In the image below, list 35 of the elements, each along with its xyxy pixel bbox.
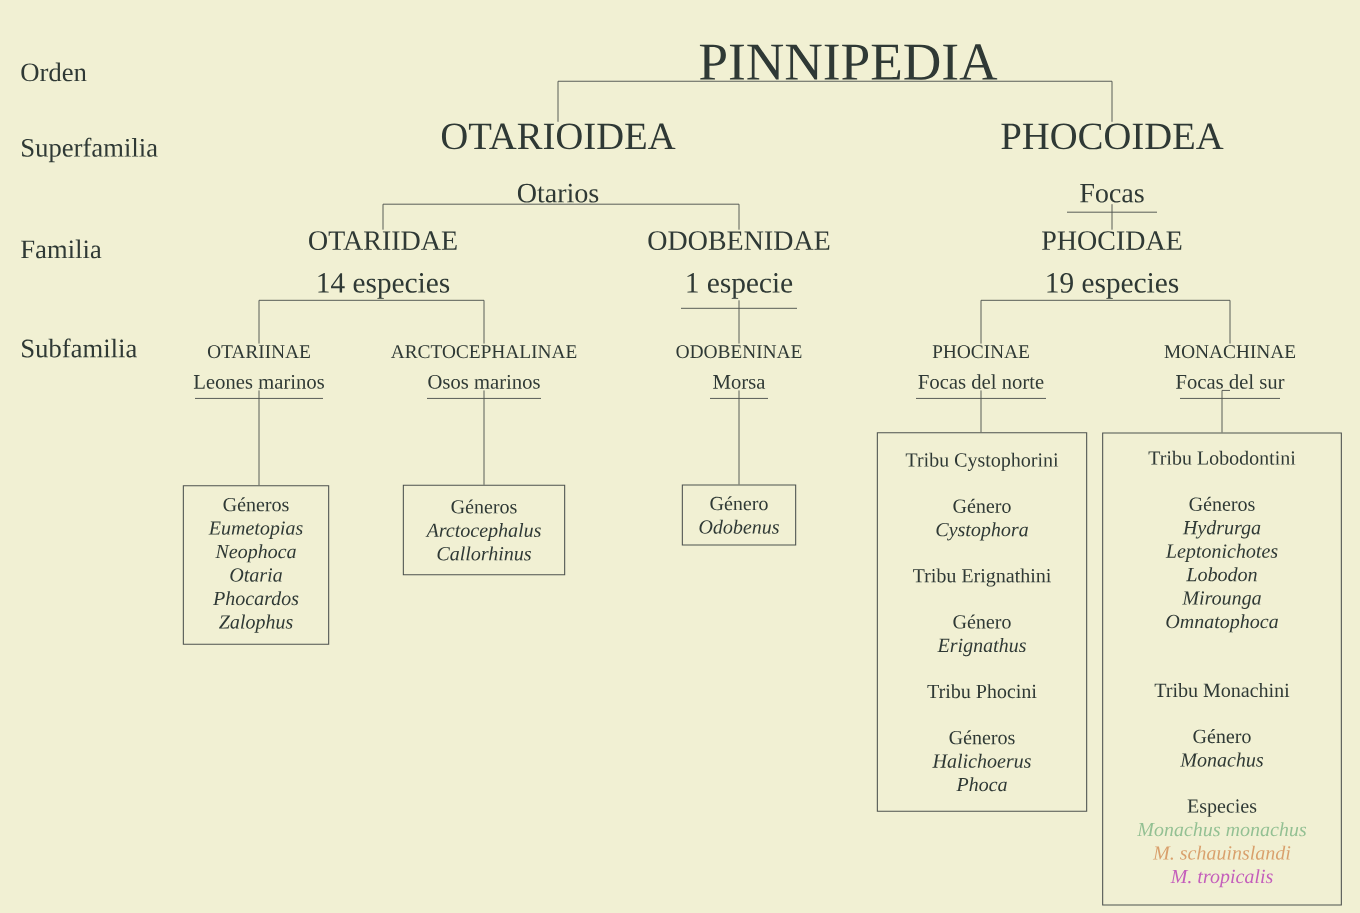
connector-line [382, 299, 485, 345]
subfamily-heading: MONACHINAE Focas del sur [1164, 345, 1296, 389]
connector-line [258, 389, 260, 486]
genus-box: Géneros Eumetopias Neophoca Otaria Phocardos Zalophus [182, 485, 330, 645]
tribe-box: Tribu Cystophorini Género Cystophora Tribu Erignathini Género Erignathus Tribu Phocini Géneros Halichoerus Phoca [876, 432, 1088, 812]
connector-line [1221, 389, 1231, 433]
connector-line [1111, 203, 1113, 231]
family-heading: ODOBENIDAE 1 especie [648, 231, 830, 299]
connector-line [980, 299, 1113, 345]
genus-box: Géneros Arctocephalus Callorhinus [402, 484, 566, 576]
connector-line [483, 389, 485, 486]
connector-line [557, 203, 740, 231]
family-heading: OTARIIDAE 14 especies [309, 231, 457, 299]
rank-label: Orden [21, 62, 87, 82]
subfamily-heading: PHOCINAE Focas del norte [918, 345, 1044, 389]
tribe-box: Tribu Lobodontini Géneros Hydrurga Leptonichotes Lobodon Mirounga Omnatophoca Tribu Monachini Género Monachus Especies Monachus monachus M. schauinslandi M. tropicalis [1102, 432, 1342, 906]
connector-line [980, 389, 982, 433]
subfamily-heading: OTARIINAE Leones marinos [193, 345, 324, 389]
connector-line [382, 203, 559, 231]
connector-line [847, 80, 1113, 123]
rank-label: Familia [21, 239, 102, 259]
subfamily-heading: ODOBENINAE Morsa [676, 345, 802, 389]
rank-label: Subfamilia [22, 338, 137, 358]
family-heading: PHOCIDAE 19 especies [1042, 231, 1182, 299]
connector-line [1111, 299, 1231, 345]
superfamily-heading: OTARIOIDEA Otarios [441, 123, 676, 203]
connector-line [258, 299, 384, 345]
connector-line [738, 389, 740, 485]
connector-line [738, 299, 740, 345]
genus-box: Género Odobenus [681, 484, 797, 546]
rank-label: Superfamilia [22, 137, 158, 163]
order-heading: PINNIPEDIA [699, 44, 998, 80]
connector-line [557, 80, 849, 123]
superfamily-heading: PHOCOIDEA Focas [1001, 123, 1224, 203]
subfamily-heading: ARCTOCEPHALINAE Osos marinos [390, 345, 577, 389]
